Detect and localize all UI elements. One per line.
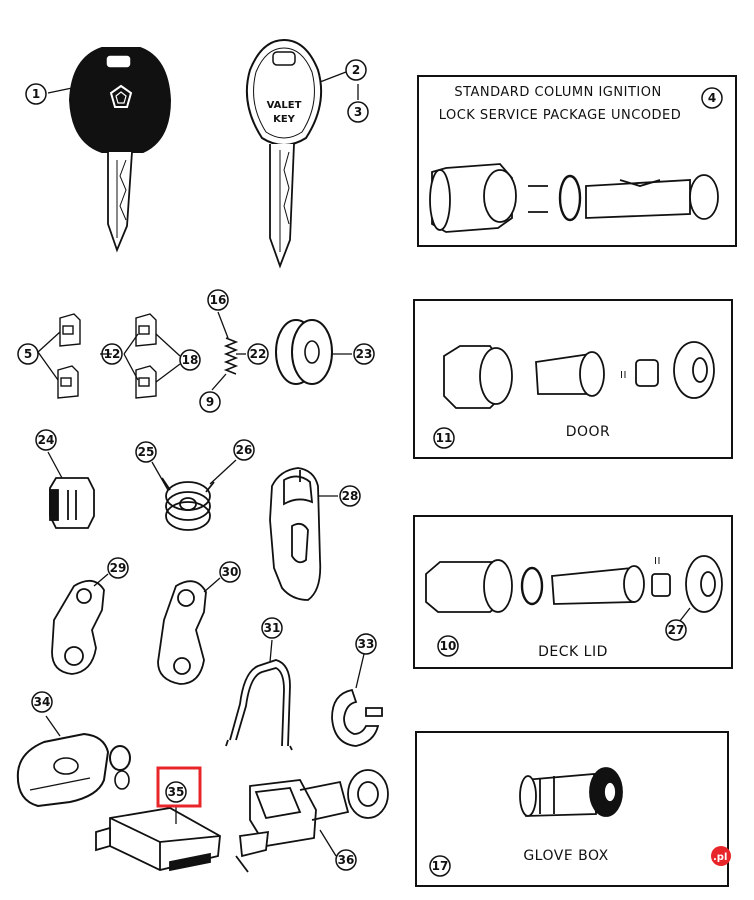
grommet-23 <box>275 319 333 385</box>
callout-12: 12 <box>101 343 123 365</box>
door-label: DOOR <box>566 424 611 440</box>
svg-text:24: 24 <box>38 433 55 447</box>
spring-marks-door: II <box>620 370 627 381</box>
callout-3: 3 <box>347 101 369 123</box>
module-35 <box>95 807 221 872</box>
callout-28: 28 <box>339 485 361 507</box>
svg-text:16: 16 <box>210 293 227 307</box>
lever-30 <box>157 580 207 685</box>
callout-16: 16 <box>207 289 229 311</box>
coil-spring-25-26 <box>161 477 215 531</box>
watermark-text: Sprzedajemy <box>566 855 727 880</box>
key-valet: VALET KEY <box>245 38 323 269</box>
callout-27: 27 <box>665 619 687 641</box>
callout-1: 1 <box>25 83 47 105</box>
callout-25: 25 <box>135 441 157 463</box>
callout-31: 31 <box>261 617 283 639</box>
svg-text:2: 2 <box>352 63 360 77</box>
panel-ignition: STANDARD COLUMN IGNITION LOCK SERVICE PA… <box>417 75 737 247</box>
svg-text:4: 4 <box>708 91 716 105</box>
highlight-box-35 <box>156 766 202 808</box>
callout-17: 17 <box>429 855 451 877</box>
valet-key-label-line2: KEY <box>273 114 296 125</box>
wafer-parts <box>57 313 157 399</box>
callout-5: 5 <box>17 343 39 365</box>
svg-text:5: 5 <box>24 347 32 361</box>
svg-text:17: 17 <box>432 859 449 873</box>
svg-text:27: 27 <box>668 623 685 637</box>
callout-18: 18 <box>179 349 201 371</box>
callout-9: 9 <box>199 391 221 413</box>
callout-29: 29 <box>107 557 129 579</box>
key-black-head <box>68 47 172 253</box>
callout-35: 35 <box>165 781 187 803</box>
svg-text:28: 28 <box>342 489 359 503</box>
svg-text:29: 29 <box>110 561 127 575</box>
valet-key-label-line1: VALET <box>267 100 302 111</box>
svg-text:22: 22 <box>250 347 267 361</box>
lever-29 <box>51 580 105 675</box>
housing-28 <box>269 467 322 601</box>
callout-24: 24 <box>35 429 57 451</box>
callout-30: 30 <box>219 561 241 583</box>
callout-34: 34 <box>31 691 53 713</box>
callout-23: 23 <box>353 343 375 365</box>
lock-cylinder-36 <box>235 769 389 873</box>
callout-4: 4 <box>701 87 723 109</box>
watermark-suffix: .pl <box>713 852 727 863</box>
callout-26: 26 <box>233 439 255 461</box>
svg-text:26: 26 <box>236 443 253 457</box>
leader-lines <box>37 71 691 857</box>
panel-deck-lid: II DECK LID <box>413 515 733 669</box>
svg-text:31: 31 <box>264 621 281 635</box>
svg-text:1: 1 <box>32 87 40 101</box>
deck-lid-label: DECK LID <box>538 644 608 660</box>
svg-text:25: 25 <box>138 445 155 459</box>
callouts: 1 2 3 4 5 9 10 11 12 16 17 18 22 23 24 2… <box>17 59 723 877</box>
svg-text:3: 3 <box>354 105 362 119</box>
housing-24 <box>49 477 95 529</box>
ignition-title-line2: LOCK SERVICE PACKAGE UNCODED <box>439 108 682 123</box>
callout-2: 2 <box>345 59 367 81</box>
ignition-title-line1: STANDARD COLUMN IGNITION <box>454 85 661 100</box>
spring-22 <box>223 337 239 375</box>
svg-text:34: 34 <box>34 695 51 709</box>
callout-33: 33 <box>355 633 377 655</box>
svg-text:11: 11 <box>436 431 453 445</box>
svg-text:10: 10 <box>440 639 457 653</box>
callout-22: 22 <box>247 343 269 365</box>
svg-text:23: 23 <box>356 347 373 361</box>
svg-text:9: 9 <box>206 395 214 409</box>
key-fob-34 <box>16 732 131 808</box>
watermark: Sprzedajemy .pl <box>566 846 731 880</box>
svg-text:18: 18 <box>182 353 199 367</box>
glove-box-label: GLOVE BOX <box>523 848 608 864</box>
svg-text:33: 33 <box>358 637 375 651</box>
e-clip-33 <box>331 688 383 747</box>
callout-10: 10 <box>437 635 459 657</box>
spring-marks-deck: II <box>654 556 661 567</box>
callout-11: 11 <box>433 427 455 449</box>
panel-glove-box: GLOVE BOX <box>415 731 729 887</box>
panel-door: II DOOR <box>413 299 733 459</box>
svg-text:35: 35 <box>168 785 185 799</box>
wire-clip-31 <box>225 659 293 751</box>
svg-text:36: 36 <box>338 853 355 867</box>
callout-36: 36 <box>335 849 357 871</box>
svg-text:30: 30 <box>222 565 239 579</box>
